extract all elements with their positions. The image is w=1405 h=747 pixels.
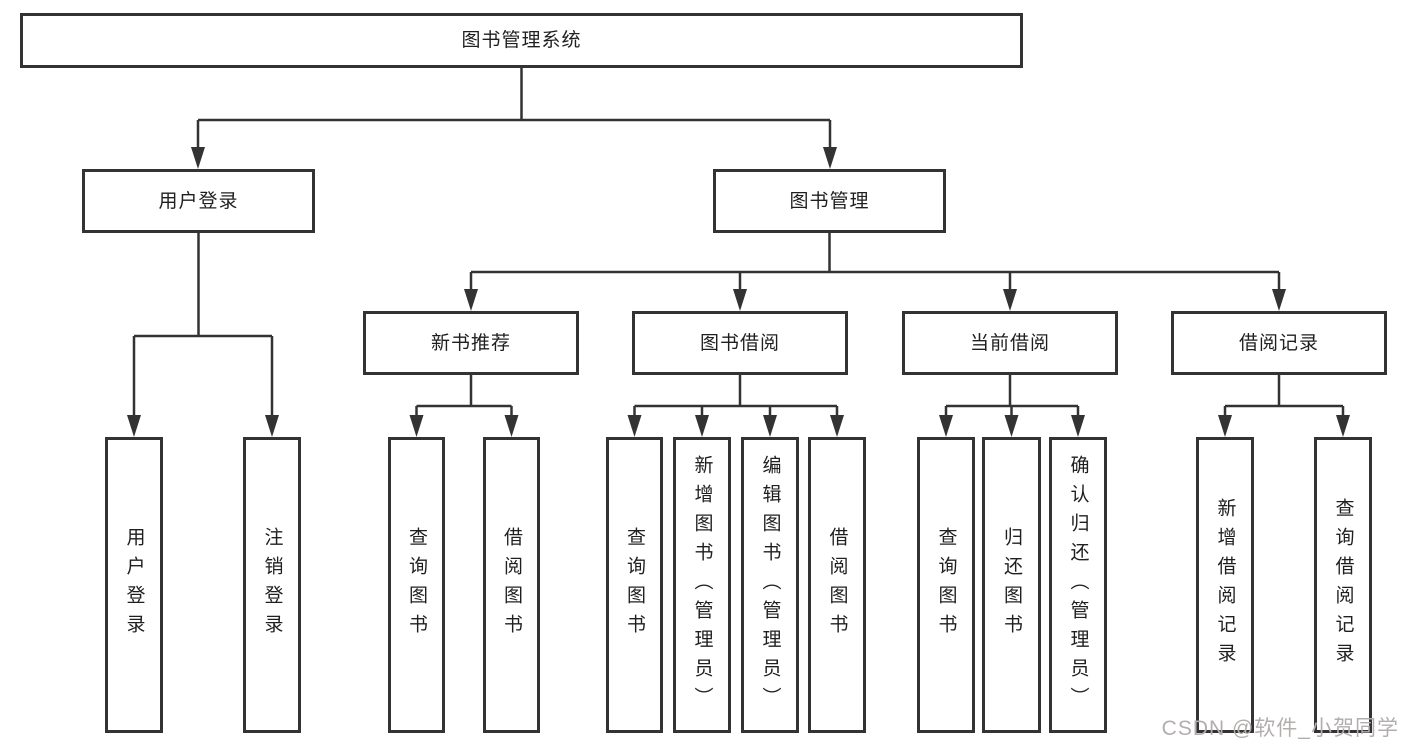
arrowhead [1004, 415, 1019, 437]
leaf-current-query-books: 查询图书 [917, 437, 975, 733]
leaf-user-login-label: 用户登录 [123, 527, 145, 643]
leaf-borrow-borrow-books: 借阅图书 [808, 437, 866, 733]
leaf-current-query-books-label: 查询图书 [935, 527, 957, 643]
arrowhead [265, 415, 279, 437]
arrowhead [823, 147, 837, 169]
arrowhead [1071, 415, 1085, 437]
leaf-records-add-record-label: 新增借阅记录 [1214, 498, 1236, 672]
leaf-borrow-add-books-admin-label: 新增图书（管理员） [691, 454, 713, 716]
arrowhead [127, 415, 141, 437]
leaf-borrow-add-books-admin: 新增图书（管理员） [673, 437, 731, 733]
leaf-borrow-borrow-books-label: 借阅图书 [826, 527, 848, 643]
arrowhead [627, 415, 642, 437]
leaf-recommend-borrow-books: 借阅图书 [483, 437, 540, 733]
arrowhead [409, 415, 424, 437]
arrowhead [733, 289, 747, 311]
csdn-watermark: CSDN @软件_小贺同学 [1161, 717, 1399, 740]
arrowhead [763, 415, 777, 437]
leaf-recommend-query-books: 查询图书 [388, 437, 445, 733]
leaf-recommend-query-books-label: 查询图书 [406, 527, 427, 643]
node-book-management: 图书管理 [713, 169, 946, 233]
leaf-records-query-record-label: 查询借阅记录 [1332, 498, 1354, 672]
leaf-logout: 注销登录 [243, 437, 301, 733]
leaf-borrow-edit-books-admin: 编辑图书（管理员） [741, 437, 799, 733]
leaf-current-confirm-return-admin: 确认归还（管理员） [1049, 437, 1107, 733]
leaf-current-return-books-label: 归还图书 [1001, 527, 1022, 643]
node-user-login: 用户登录 [82, 169, 315, 233]
leaf-current-return-books: 归还图书 [982, 437, 1041, 733]
leaf-logout-label: 注销登录 [261, 527, 283, 643]
node-current-borrow: 当前借阅 [902, 311, 1118, 375]
leaf-recommend-borrow-books-label: 借阅图书 [501, 527, 522, 643]
arrowhead [1336, 415, 1350, 437]
arrowhead [1003, 289, 1017, 311]
arrowhead [830, 415, 844, 437]
connector-path [132, 68, 1345, 418]
arrowhead [504, 415, 519, 437]
node-borrow-records: 借阅记录 [1171, 311, 1387, 375]
leaf-user-login: 用户登录 [105, 437, 163, 733]
leaf-borrow-query-books-label: 查询图书 [624, 527, 645, 643]
leaf-records-add-record: 新增借阅记录 [1196, 437, 1254, 733]
leaf-borrow-query-books: 查询图书 [606, 437, 663, 733]
arrowhead [939, 415, 953, 437]
leaf-records-query-record: 查询借阅记录 [1314, 437, 1372, 733]
node-root: 图书管理系统 [20, 13, 1023, 68]
node-book-borrow: 图书借阅 [632, 311, 848, 375]
leaf-current-confirm-return-admin-label: 确认归还（管理员） [1067, 454, 1089, 716]
arrowhead [1272, 289, 1286, 311]
arrowhead [191, 147, 205, 169]
arrowhead [464, 289, 478, 311]
node-new-book-recommend: 新书推荐 [363, 311, 579, 375]
arrowhead [1218, 415, 1232, 437]
arrowhead [695, 415, 709, 437]
leaf-borrow-edit-books-admin-label: 编辑图书（管理员） [759, 454, 781, 716]
